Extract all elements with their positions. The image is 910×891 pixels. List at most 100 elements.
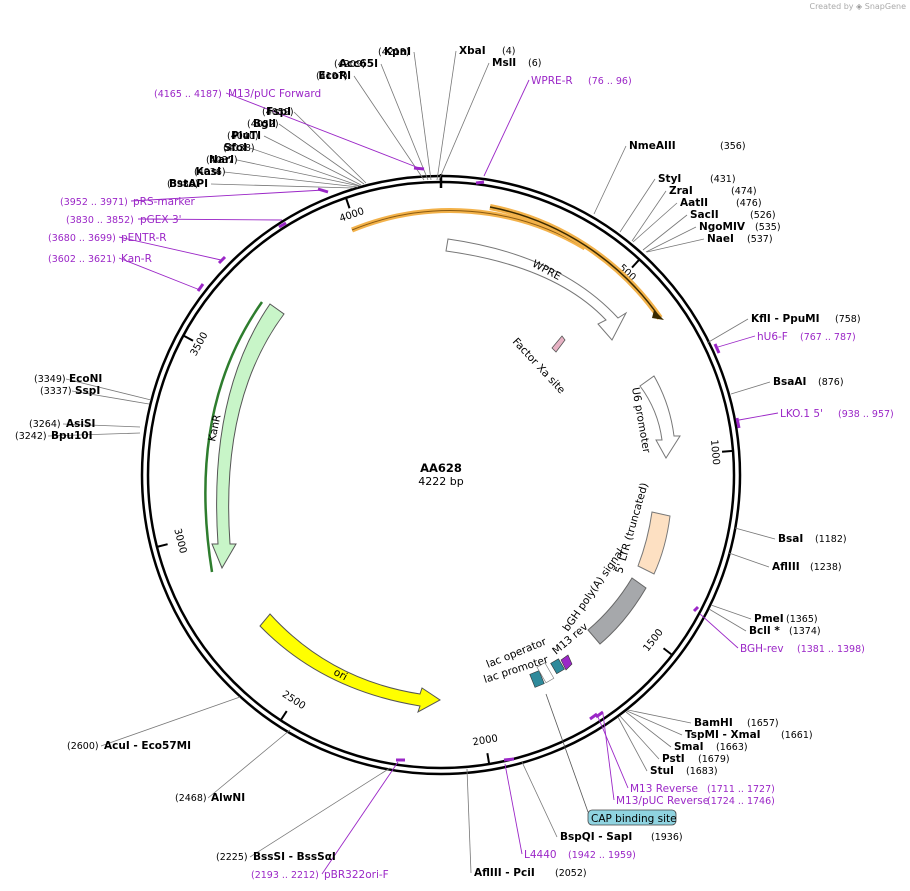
enzyme-position: (3264)	[29, 419, 61, 430]
tick-3500	[182, 334, 194, 342]
enzyme-leader	[708, 608, 747, 632]
primer-position: (4165 .. 4187)	[154, 89, 222, 100]
leader-lines	[47, 50, 776, 874]
factor-xa-mark	[551, 335, 566, 353]
enzyme-leader	[293, 111, 367, 184]
enzyme-position: (2600)	[67, 741, 99, 752]
primer-site	[413, 166, 425, 171]
enzyme-position: (2225)	[216, 852, 248, 863]
enzyme-name: EcoNI	[69, 373, 102, 385]
enzyme-position: (4040)	[227, 131, 259, 142]
enzyme-position: (1663)	[716, 742, 748, 753]
enzyme-leader	[625, 711, 672, 748]
primer-position: (2193 .. 2212)	[251, 870, 319, 881]
m13rev-mark	[560, 654, 573, 671]
primer-site	[217, 255, 227, 265]
snapgene-logo-icon: ◈	[856, 2, 863, 11]
enzyme-leader	[249, 147, 361, 187]
tick-label: 3000	[171, 527, 188, 554]
primer-name: pGEX 3'	[140, 214, 182, 226]
enzyme-name: NaeI	[707, 233, 734, 245]
plasmid-name: AA628	[420, 461, 462, 475]
enzyme-position: (4036)	[194, 167, 226, 178]
primer-marks	[118, 79, 779, 875]
primer-position: (1711 .. 1727)	[707, 784, 775, 795]
enzyme-leader	[65, 378, 152, 401]
orange-feature-inner	[351, 210, 586, 249]
tick-2500	[279, 710, 288, 721]
enzyme-name: ZraI	[669, 185, 693, 197]
kanr-label: KanR	[206, 414, 223, 443]
lac-operator-feature	[550, 658, 565, 675]
enzyme-name: XbaI	[459, 45, 486, 57]
enzyme-leader	[730, 381, 771, 395]
enzyme-leader	[207, 729, 291, 799]
enzyme-position: (1679)	[698, 754, 730, 765]
enzyme-name: MslI	[492, 57, 516, 69]
primer-leader	[738, 412, 779, 421]
enzyme-leader	[521, 761, 558, 838]
enzyme-position: (4038)	[223, 143, 255, 154]
primer-position: (3830 .. 3852)	[66, 215, 134, 226]
enzyme-name: AatII	[680, 197, 708, 209]
enzyme-position: (4209)	[334, 59, 366, 70]
enzyme-name: FspI	[266, 106, 291, 118]
enzyme-leader	[436, 50, 457, 181]
primer-position: (76 .. 96)	[588, 76, 632, 87]
enzyme-leader	[728, 552, 770, 568]
enzyme-leader	[710, 604, 752, 620]
enzyme-position: (3242)	[15, 431, 47, 442]
enzyme-name: SfoI	[224, 142, 247, 154]
enzyme-name: KasI	[196, 166, 221, 178]
enzyme-name: KflI - PpuMI	[751, 313, 820, 325]
tick-1000	[721, 449, 734, 453]
primer-name: LKO.1 5'	[780, 408, 823, 420]
enzyme-leader	[617, 716, 648, 772]
enzyme-name: NarI	[209, 154, 234, 166]
enzyme-name: KpnI	[384, 46, 411, 58]
primer-leader	[483, 79, 530, 177]
enzyme-leader	[642, 214, 688, 251]
primer-position: (3680 .. 3699)	[48, 233, 116, 244]
primer-leader	[225, 92, 425, 171]
enzyme-leader	[632, 202, 678, 243]
tick-label: 1000	[708, 439, 721, 465]
primer-position: (3602 .. 3621)	[48, 254, 116, 265]
wpre-feature	[445, 238, 628, 341]
enzyme-position: (1374)	[789, 626, 821, 637]
enzyme-name: BspQI - SapI	[560, 831, 632, 843]
enzyme-position: (3349)	[34, 374, 66, 385]
primer-position: (3952 .. 3971)	[60, 197, 128, 208]
enzyme-position: (1238)	[810, 562, 842, 573]
primer-name: pBR322ori-F	[324, 869, 389, 881]
enzyme-leader	[438, 62, 490, 181]
cap-binding-site-box	[587, 809, 677, 826]
primer-position: (938 .. 957)	[838, 409, 894, 420]
enzyme-name: AcuI - Eco57MI	[104, 740, 191, 752]
enzyme-position: (876)	[818, 377, 844, 388]
tick-3000	[156, 543, 168, 548]
primer-name: BGH-rev	[740, 643, 784, 655]
tick-label: 2500	[280, 689, 307, 712]
enzyme-leader	[734, 527, 776, 540]
enzyme-position: (4037)	[206, 155, 238, 166]
enzyme-position: (2052)	[555, 868, 587, 879]
enzyme-leader	[706, 318, 749, 344]
enzyme-name: NmeAIII	[629, 140, 676, 152]
primer-leader	[717, 335, 756, 348]
lac-promoter-feature	[529, 670, 545, 688]
primer-leader	[699, 613, 739, 649]
enzyme-position: (537)	[747, 234, 773, 245]
enzyme-leader	[353, 75, 425, 181]
enzyme-name: BamHI	[694, 717, 733, 729]
enzyme-leader	[413, 51, 432, 181]
primer-leader	[130, 189, 325, 202]
enzyme-leader	[210, 183, 354, 189]
enzyme-position: (431)	[710, 174, 736, 185]
ori-feature	[259, 613, 441, 714]
primer-leader	[504, 763, 523, 855]
enzyme-name: BsaAI	[773, 376, 806, 388]
tick-4000	[345, 197, 351, 209]
enzyme-leader	[278, 123, 365, 185]
enzyme-name: AflIII - PciI	[474, 867, 535, 879]
